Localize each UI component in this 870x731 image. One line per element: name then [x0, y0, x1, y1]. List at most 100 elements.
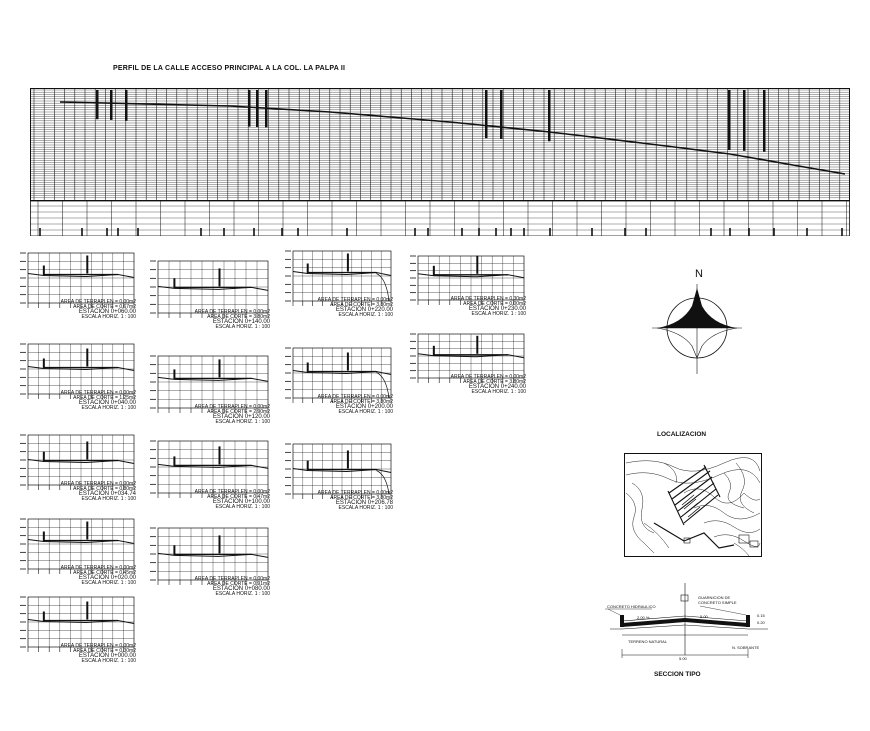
localizacion-title: LOCALIZACION: [657, 431, 707, 438]
label-concreto-hidraulico: CONCRETO HIDRAULICO: [607, 604, 656, 609]
section-escala: ESCALA HORIZ. 1 : 100: [81, 658, 136, 664]
section-terraplen: AREA DE TERRAPLEN = 0.00m2: [60, 390, 136, 396]
section-corte: AREA DE CORTE = 3.80m2: [330, 495, 393, 501]
cross-section-grid: [150, 260, 269, 318]
label-ancho-total: 5.00: [700, 614, 708, 619]
cross-section-grid: [410, 333, 525, 383]
section-escala: ESCALA HORIZ. 1 : 100: [81, 314, 136, 320]
section-estacion: ESTACION 0+230.00: [468, 306, 526, 312]
section-corte: AREA DE CORTE = 3.80m2: [207, 314, 270, 320]
section-corte: AREA DE CORTE = 3.80m2: [330, 399, 393, 405]
section-corte: AREA DE CORTE = 0.47m2: [207, 494, 270, 500]
label-espesor-2: 0.20: [757, 620, 765, 625]
section-escala: ESCALA HORIZ. 1 : 100: [338, 409, 393, 415]
section-corte: AREA DE CORTE = 2.90m2: [207, 409, 270, 415]
section-estacion: ESTACION 0+020.00: [78, 575, 136, 581]
cross-section-grid: [150, 440, 269, 498]
section-escala: ESCALA HORIZ. 1 : 100: [215, 324, 270, 330]
section-terraplen: AREA DE TERRAPLEN = 0.00m2: [60, 565, 136, 571]
section-terraplen: AREA DE TERRAPLEN = 0.00m2: [194, 309, 270, 315]
section-escala: ESCALA HORIZ. 1 : 100: [81, 580, 136, 586]
section-corte: AREA DE CORTE = 0.00m2: [463, 301, 526, 307]
section-estacion: ESTACION 0+120.00: [212, 414, 270, 420]
section-escala: ESCALA HORIZ. 1 : 100: [215, 419, 270, 425]
drawing-title: PERFIL DE LA CALLE ACCESO PRINCIPAL A LA…: [113, 65, 346, 72]
section-escala: ESCALA HORIZ. 1 : 100: [338, 312, 393, 318]
section-terraplen: AREA DE TERRAPLEN = 0.00m2: [450, 374, 526, 380]
cross-section-grid: [410, 255, 525, 305]
section-estacion: ESTACION 0+206.78: [335, 500, 393, 506]
section-corte: AREA DE CORTE = 0.45m2: [73, 570, 136, 576]
seccion-tipo-title: SECCION TIPO: [654, 671, 701, 678]
location-map: [624, 453, 762, 557]
section-terraplen: AREA DE TERRAPLEN = 0.00m2: [194, 576, 270, 582]
section-estacion: ESTACION 0+140.00: [212, 319, 270, 325]
section-terraplen: AREA DE TERRAPLEN = 0.00m2: [317, 490, 393, 496]
section-corte: AREA DE CORTE = 0.30m2: [73, 648, 136, 654]
cross-section-grid: [20, 343, 135, 399]
section-corte: AREA DE CORTE = 3.80m2: [330, 302, 393, 308]
section-corte: AREA DE CORTE = 3.80m2: [463, 379, 526, 385]
cross-section-grid: [285, 250, 392, 306]
section-terraplen: AREA DE TERRAPLEN = 0.00m2: [317, 394, 393, 400]
cross-section-grid: [20, 518, 135, 574]
section-terraplen: AREA DE TERRAPLEN = 0.00m2: [60, 299, 136, 305]
cross-section-grid: [150, 355, 269, 413]
section-estacion: ESTACION 0+034.74: [78, 491, 136, 497]
section-escala: ESCALA HORIZ. 1 : 100: [338, 505, 393, 511]
section-escala: ESCALA HORIZ. 1 : 100: [81, 405, 136, 411]
section-escala: ESCALA HORIZ. 1 : 100: [471, 311, 526, 317]
label-pendiente-izq: 2.00 %: [637, 615, 650, 620]
label-ancho-cota: 5.00: [679, 656, 687, 661]
cross-section-grid: [285, 347, 392, 403]
section-corte: AREA DE CORTE = 0.67m2: [73, 304, 136, 310]
section-terraplen: AREA DE TERRAPLEN = 0.00m2: [317, 297, 393, 303]
section-estacion: ESTACION 0+220.00: [335, 307, 393, 313]
section-corte: AREA DE CORTE = 0.80m2: [73, 486, 136, 492]
section-corte: AREA DE CORTE = 0.91m2: [207, 581, 270, 587]
cross-section-grid: [20, 596, 135, 652]
section-terraplen: AREA DE TERRAPLEN = 0.00m2: [60, 643, 136, 649]
section-estacion: ESTACION 0+200.00: [335, 404, 393, 410]
section-terraplen: AREA DE TERRAPLEN = 0.00m2: [60, 481, 136, 487]
typical-section-drawing: [605, 583, 768, 658]
label-guarnicion: GUARNICION DE CONCRETO SIMPLE: [698, 595, 737, 605]
label-espesor-1: 0.15: [757, 613, 765, 618]
cross-section-grid: [20, 434, 135, 490]
label-pendiente-der: 2.00 %: [712, 620, 725, 625]
label-terreno-natural: TERRENO NATURAL: [628, 639, 668, 644]
section-escala: ESCALA HORIZ. 1 : 100: [81, 496, 136, 502]
section-escala: ESCALA HORIZ. 1 : 100: [215, 504, 270, 510]
section-corte: AREA DE CORTE = 1.25m2: [73, 395, 136, 401]
section-escala: ESCALA HORIZ. 1 : 100: [215, 591, 270, 597]
section-terraplen: AREA DE TERRAPLEN = 0.00m2: [194, 489, 270, 495]
section-estacion: ESTACION 0+100.00: [212, 499, 270, 505]
section-estacion: ESTACION 0+060.00: [78, 309, 136, 315]
section-estacion: ESTACION 0+240.00: [468, 384, 526, 390]
longitudinal-profile: [30, 88, 850, 236]
